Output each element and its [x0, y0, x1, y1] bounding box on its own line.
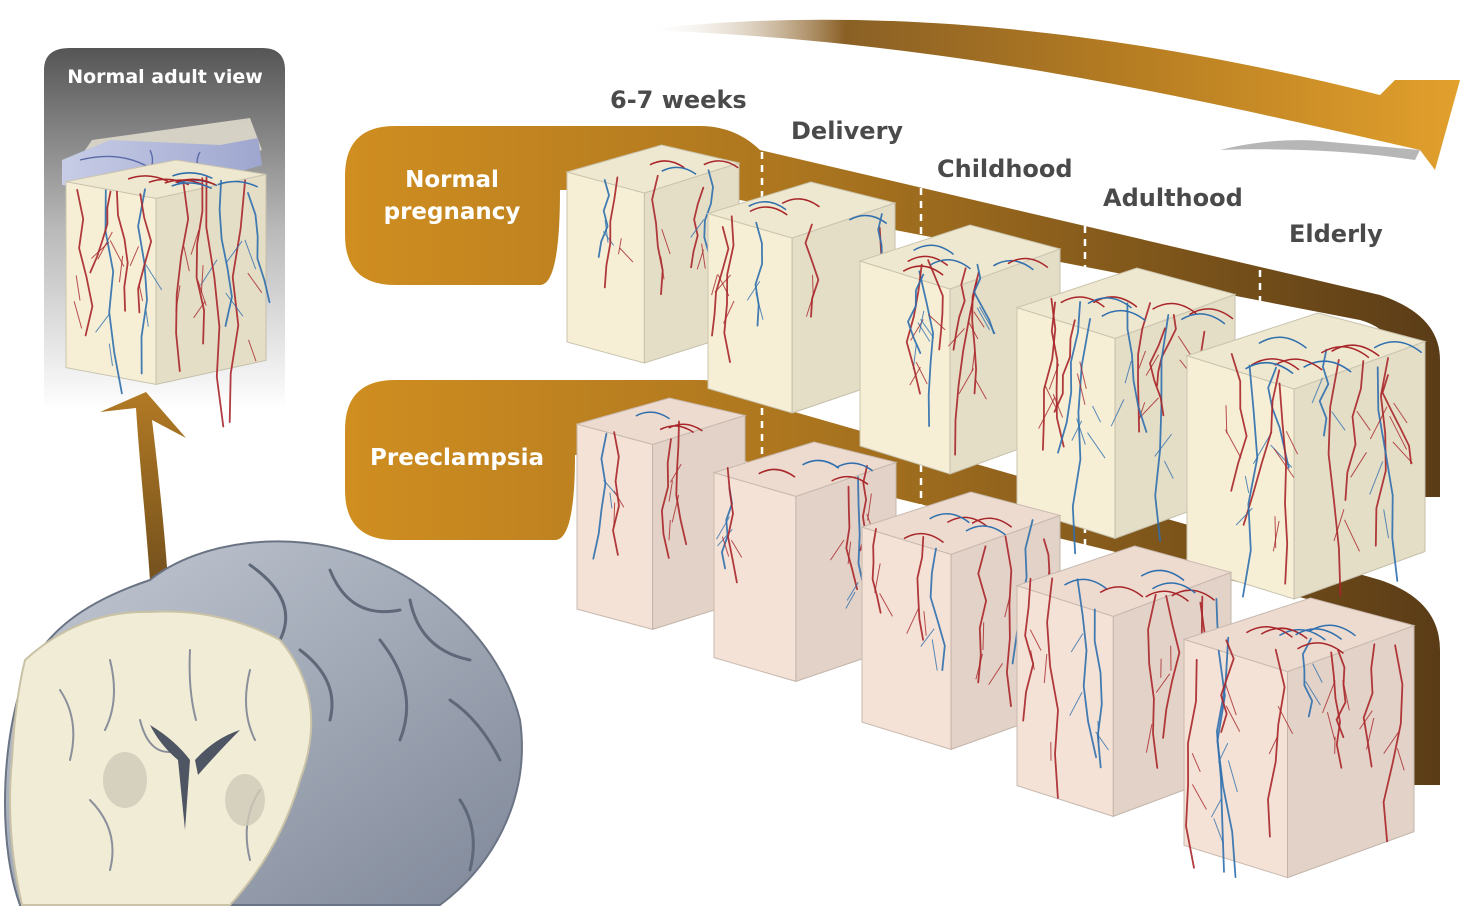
row-label-normal-pregnancy: Normal pregnancy	[372, 164, 532, 228]
stage-label-elderly: Elderly	[1289, 220, 1383, 248]
row-label-line: Normal	[405, 167, 499, 193]
adult-tissue-block	[65, 159, 271, 428]
inset-panel	[44, 48, 285, 428]
band-normal	[345, 126, 1440, 497]
row-label-line: Preeclampsia	[370, 445, 544, 471]
tissue-block-preeclampsia-5	[1182, 597, 1416, 879]
brain-icon	[4, 540, 523, 906]
tissue-blocks	[565, 144, 1427, 879]
tissue-block-normal-5	[1185, 312, 1427, 600]
tissue-block-preeclampsia-4	[1015, 545, 1233, 818]
upward-arrow-icon	[100, 392, 186, 612]
row-label-preeclampsia: Preeclampsia	[362, 442, 552, 474]
stage-label-6-7-weeks: 6-7 weeks	[610, 86, 747, 114]
band-preeclampsia	[345, 380, 1440, 785]
tissue-block-preeclampsia-2	[712, 441, 898, 683]
timeline-arrow-icon	[640, 19, 1460, 171]
row-label-line: pregnancy	[383, 199, 521, 225]
stage-label-childhood: Childhood	[937, 155, 1073, 183]
stage-label-delivery: Delivery	[791, 117, 904, 145]
stage-label-adulthood: Adulthood	[1103, 184, 1243, 212]
tissue-block-normal-2	[706, 181, 901, 414]
tissue-block-preeclampsia-1	[575, 397, 747, 631]
inset-title: Normal adult view	[67, 66, 263, 88]
tissue-block-adult	[65, 159, 271, 428]
